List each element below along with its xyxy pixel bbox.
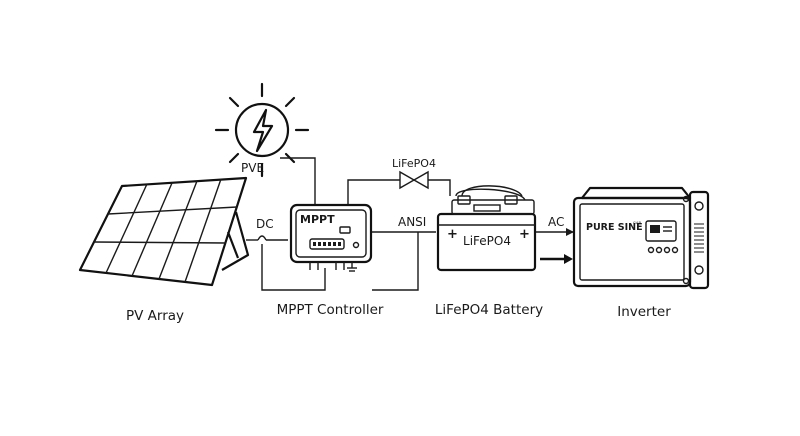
mppt-device-label: MPPT	[300, 213, 335, 226]
wiring	[246, 157, 574, 291]
lightning-bolt-icon	[252, 108, 274, 153]
sun-icon	[214, 82, 310, 178]
ac-label: AC	[548, 215, 564, 229]
dc-junction	[257, 235, 267, 241]
battery-device-label: LiFePO4	[463, 234, 511, 248]
battery-plus-left: +	[447, 227, 458, 242]
mppt-controller-device	[289, 203, 373, 270]
valve-icon	[399, 170, 429, 190]
caption-mppt-controller: MPPT Controller	[277, 302, 384, 318]
ground-icon	[347, 262, 357, 272]
arrow-right-icon	[540, 254, 573, 264]
caption-battery: LiFePO4 Battery	[435, 302, 543, 318]
battery-device	[436, 195, 537, 272]
lifepo4-top-label: LiFePO4	[392, 157, 436, 170]
inverter-device	[572, 186, 710, 290]
pv-label: PVE	[241, 161, 264, 175]
inverter-brand-mark: ᴳᴬᴮ	[633, 221, 642, 228]
caption-pv-array: PV Array	[126, 308, 184, 324]
caption-inverter: Inverter	[617, 304, 671, 320]
battery-plus-right: +	[519, 227, 530, 242]
dc-label: DC	[256, 217, 274, 231]
solar-panel-icon	[78, 176, 250, 287]
ansi-label: ANSI	[398, 215, 426, 229]
inverter-brand-label: PURE SINE	[586, 222, 643, 233]
